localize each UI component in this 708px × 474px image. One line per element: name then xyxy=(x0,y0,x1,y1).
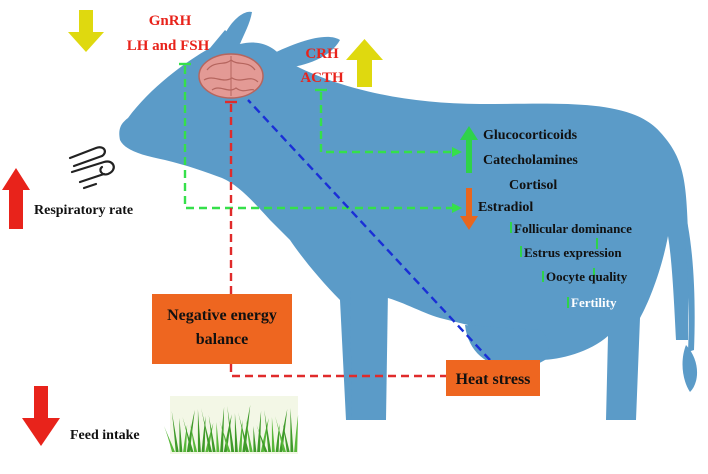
estrus-expression-label: Estrus expression xyxy=(524,245,622,260)
oocyte-quality-label: Oocyte quality xyxy=(546,269,628,284)
respiratory-rate-label: Respiratory rate xyxy=(34,203,133,218)
blue-dashed-heatstress-to-brain xyxy=(247,99,491,361)
down-arrow-red-feed xyxy=(22,386,60,446)
follicular-dominance-label: Follicular dominance xyxy=(514,221,632,236)
brain-icon xyxy=(198,53,264,99)
heat-stress-box: Heat stress xyxy=(446,360,540,396)
grass-icon xyxy=(164,396,299,454)
up-arrow-yellow-crh xyxy=(346,39,383,87)
fertility-label: Fertility xyxy=(571,295,617,310)
dashed-arrowheads xyxy=(452,147,462,213)
cow-silhouette xyxy=(119,11,698,420)
green-dashed-crh-to-glucocorticoids xyxy=(319,92,452,154)
inhibition-caps xyxy=(179,62,327,104)
green-dashed-gnrh-to-estradiol xyxy=(183,66,452,210)
crh-label: CRH xyxy=(305,46,339,62)
down-arrow-yellow-gnrh xyxy=(68,10,104,52)
glucocorticoids-label: Glucocorticoids xyxy=(483,128,578,143)
down-arrow-orange-estradiol xyxy=(460,188,478,230)
gnrh-label: GnRH xyxy=(149,13,192,29)
acth-label: ACTH xyxy=(300,70,344,86)
connector-lines xyxy=(183,66,491,378)
wind-icon xyxy=(68,146,115,190)
red-dashed-energy-to-brain xyxy=(229,104,448,378)
lh-fsh-label: LH and FSH xyxy=(127,38,210,54)
heat-stress-label: Heat stress xyxy=(456,371,531,388)
up-arrow-red-respiratory xyxy=(2,168,30,229)
estradiol-label: Estradiol xyxy=(478,200,533,215)
reproductive-tick-marks xyxy=(510,222,598,308)
up-arrow-green-stress-hormones xyxy=(460,126,478,173)
cortisol-label: Cortisol xyxy=(509,178,557,193)
catecholamines-label: Catecholamines xyxy=(483,153,578,168)
feed-intake-label: Feed intake xyxy=(70,428,140,443)
